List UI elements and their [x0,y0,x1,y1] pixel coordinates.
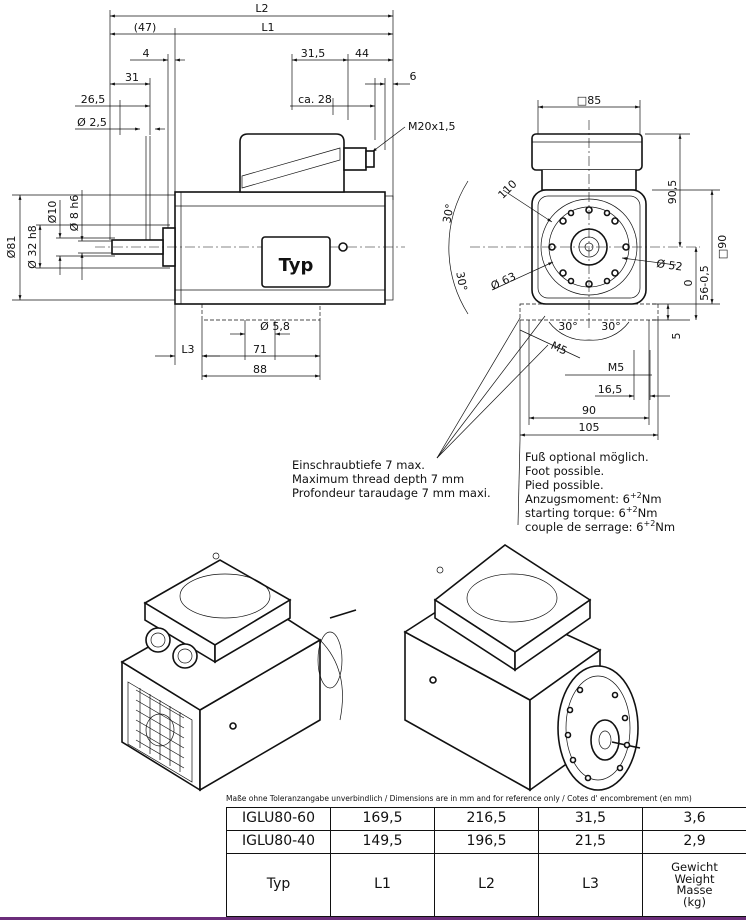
note-foot-en: Foot possible. [525,464,604,478]
notes: Einschraubtiefe 7 max. Maximum thread de… [292,450,675,534]
dim-31-5: 31,5 [301,47,326,60]
note-foot-fr: Pied possible. [525,478,604,492]
dim-71: 71 [253,343,267,356]
technical-drawing: L2 (47) L1 4 31 26,5 Ø 2,5 31,5 44 6 ca.… [5,2,729,792]
dim-d63: Ø 63 [489,270,518,293]
table-cell-l2: 196,5 [434,830,539,854]
dim-sq90: □90 [716,235,729,259]
dim-90: 90 [582,404,596,417]
dim-44: 44 [355,47,369,60]
fan-grid [127,681,193,783]
bottom-rule [0,917,746,920]
dim-sq85: □85 [577,94,601,107]
table-cell-weight: 2,9 [642,830,746,854]
table-header-weight: Gewicht Weight Masse (kg) [642,853,746,917]
weight-label-de: Gewicht [671,860,718,874]
table-header-l2: L2 [434,853,539,917]
dim-angle-30-top: 30° [440,203,456,224]
dim-angle-30-bottom-left: 30° [558,320,578,333]
table-header-row: Typ L1 L2 L3 Gewicht Weight Masse (kg) [226,853,746,917]
side-view: L2 (47) L1 4 31 26,5 Ø 2,5 31,5 44 6 ca.… [5,2,456,380]
iso-view-left [120,552,357,792]
disclaimer-note: Maße ohne Toleranzangabe unverbindlich /… [226,794,692,803]
dim-d10: Ø10 [46,201,59,224]
dim-angle-30-left: 30° [453,271,469,292]
dim-5: 5 [670,333,683,340]
note-thread-en: Maximum thread depth 7 mm [292,472,464,486]
weight-label-en: Weight [674,871,715,886]
dim-l3: L3 [181,343,194,356]
weight-label-unit: (kg) [683,894,706,909]
dim-56: 56-0,5 [698,265,711,300]
note-torque-en: starting torque: 6+2Nm [525,505,657,520]
dim-l2: L2 [255,2,268,15]
terminal-box [239,133,345,193]
dim-angle-30-bottom-right: 30° [601,320,621,333]
dim-d5-8: Ø 5,8 [260,320,290,333]
dim-88: 88 [253,363,267,376]
table-cell-type: IGLU80-60 [226,807,331,831]
iso-view-right [403,544,641,792]
dim-0: 0 [682,280,695,287]
note-torque-de: Anzugsmoment: 6+2Nm [525,491,662,506]
dim-26-5: 26,5 [81,93,106,106]
dim-d32: Ø 32 h8 [26,225,39,269]
note-foot-de: Fuß optional möglich. [525,450,649,464]
dimension-table: IGLU80-60 169,5 216,5 31,5 3,6 IGLU80-40… [226,807,746,917]
type-plate-label: Typ [279,255,314,276]
table-header-l3: L3 [538,853,643,917]
dim-90-5: 90,5 [666,180,679,205]
dim-d2-5: Ø 2,5 [77,116,107,129]
table-cell-weight: 3,6 [642,807,746,831]
note-torque-fr: couple de serrage: 6+2Nm [525,519,675,534]
dim-6: 6 [410,70,417,83]
table-header-typ: Typ [226,853,331,917]
table-row: IGLU80-40 149,5 196,5 21,5 2,9 [226,830,746,854]
dim-4: 4 [143,47,150,60]
front-terminal-box [531,133,643,171]
dim-d52: Ø 52 [656,257,684,274]
dim-16-5: 16,5 [598,383,623,396]
table-cell-l1: 149,5 [330,830,435,854]
dim-m20: M20x1,5 [408,120,456,133]
table-cell-l3: 31,5 [538,807,643,831]
dim-110: 110 [496,178,520,202]
dim-m5-right: M5 [608,361,625,374]
weight-label-fr: Masse [676,883,713,897]
front-view: □85 [436,94,729,526]
dim-105: 105 [579,421,600,434]
dim-d81: Ø81 [5,236,18,259]
table-cell-l2: 216,5 [434,807,539,831]
note-thread-de: Einschraubtiefe 7 max. [292,458,425,472]
table-cell-l1: 169,5 [330,807,435,831]
dim-l1: L1 [261,21,274,34]
dim-m5-left: M5 [549,339,569,358]
table-row: IGLU80-60 169,5 216,5 31,5 3,6 [226,807,746,831]
table-cell-l3: 21,5 [538,830,643,854]
dim-d8: Ø 8 h6 [68,195,81,232]
note-thread-fr: Profondeur taraudage 7 mm maxi. [292,486,491,500]
dim-ca-28: ca. 28 [298,93,332,106]
dim-47: (47) [134,21,157,34]
type-plate [261,236,331,288]
table-cell-type: IGLU80-40 [226,830,331,854]
dim-31: 31 [125,71,139,84]
table-header-l1: L1 [330,853,435,917]
